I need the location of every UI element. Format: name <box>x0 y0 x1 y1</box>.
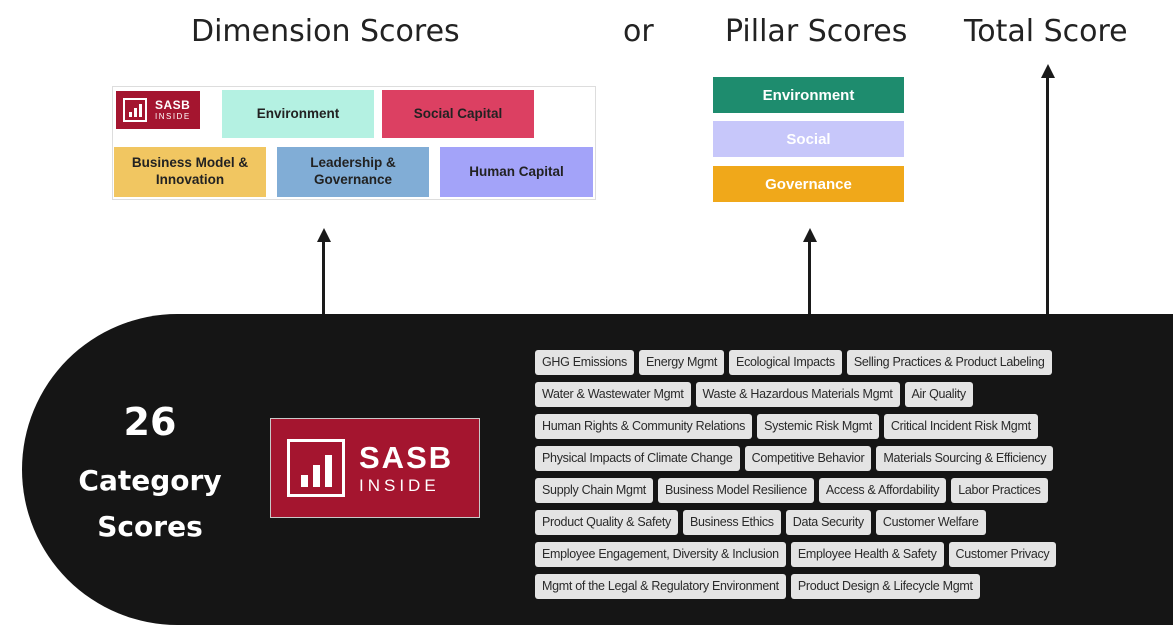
heading-dimension-scores: Dimension Scores <box>191 14 460 49</box>
category-tag: Water & Wastewater Mgmt <box>535 382 691 407</box>
tag-row: Employee Engagement, Diversity & Inclusi… <box>535 542 1135 567</box>
category-tag: Systemic Risk Mgmt <box>757 414 879 439</box>
category-tag: Materials Sourcing & Efficiency <box>876 446 1054 471</box>
tag-row: Product Quality & Safety Business Ethics… <box>535 510 1135 535</box>
category-label: Category Scores <box>60 458 240 550</box>
dimension-box-social-capital: Social Capital <box>382 90 534 138</box>
bar-chart-icon <box>287 439 345 497</box>
tag-row: Human Rights & Community Relations Syste… <box>535 414 1135 439</box>
category-tag: Physical Impacts of Climate Change <box>535 446 740 471</box>
category-tag: Supply Chain Mgmt <box>535 478 653 503</box>
category-tag: GHG Emissions <box>535 350 635 375</box>
category-tags: GHG Emissions Energy Mgmt Ecological Imp… <box>535 350 1135 606</box>
sasb-inside-small-logo: SASB INSIDE <box>116 91 200 129</box>
arrow-head-total <box>1041 64 1055 78</box>
small-logo-line2: INSIDE <box>155 112 191 121</box>
category-count: 26 <box>123 400 177 444</box>
category-tag: Competitive Behavior <box>744 446 872 471</box>
tag-row: Physical Impacts of Climate Change Compe… <box>535 446 1135 471</box>
tag-row: GHG Emissions Energy Mgmt Ecological Imp… <box>535 350 1135 375</box>
bar-chart-icon <box>123 98 147 122</box>
category-tag: Access & Affordability <box>818 478 947 503</box>
category-tag: Ecological Impacts <box>729 350 842 375</box>
tag-row: Mgmt of the Legal & Regulatory Environme… <box>535 574 1135 599</box>
arrow-to-pillar <box>808 240 811 316</box>
arrow-head-dimension <box>317 228 331 242</box>
category-tag: Mgmt of the Legal & Regulatory Environme… <box>535 574 786 599</box>
heading-total-score: Total Score <box>964 14 1128 49</box>
heading-or: or <box>623 14 654 49</box>
category-tag: Product Quality & Safety <box>535 510 678 535</box>
category-tag: Human Rights & Community Relations <box>535 414 753 439</box>
heading-pillar-scores: Pillar Scores <box>725 14 908 49</box>
dimension-panel: SASB INSIDE Environment Social Capital B… <box>112 86 596 200</box>
big-logo-line1: SASB <box>359 440 454 475</box>
category-tag: Employee Engagement, Diversity & Inclusi… <box>535 542 786 567</box>
arrow-head-pillar <box>803 228 817 242</box>
category-tag: Selling Practices & Product Labeling <box>846 350 1052 375</box>
arrow-to-total <box>1046 78 1049 316</box>
category-label-line1: Category <box>78 464 222 497</box>
category-tag: Customer Privacy <box>948 542 1057 567</box>
dimension-box-environment: Environment <box>222 90 374 138</box>
dimension-box-business-model: Business Model & Innovation <box>114 147 266 197</box>
category-tag: Data Security <box>785 510 871 535</box>
category-tag: Air Quality <box>904 382 973 407</box>
category-tag: Waste & Hazardous Materials Mgmt <box>695 382 900 407</box>
category-tag: Labor Practices <box>951 478 1048 503</box>
arrow-to-dimension <box>322 240 325 316</box>
category-tag: Customer Welfare <box>875 510 986 535</box>
tag-row: Supply Chain Mgmt Business Model Resilie… <box>535 478 1135 503</box>
dimension-box-leadership-governance: Leadership & Governance <box>277 147 429 197</box>
tag-row: Water & Wastewater Mgmt Waste & Hazardou… <box>535 382 1135 407</box>
category-label-line2: Scores <box>97 510 203 543</box>
pillar-box-environment: Environment <box>713 77 904 113</box>
category-tag: Critical Incident Risk Mgmt <box>883 414 1038 439</box>
category-tag: Business Ethics <box>682 510 781 535</box>
pillar-box-governance: Governance <box>713 166 904 202</box>
category-tag: Energy Mgmt <box>639 350 725 375</box>
sasb-inside-logo: SASB INSIDE <box>270 418 480 518</box>
small-logo-line1: SASB <box>155 98 191 112</box>
category-tag: Employee Health & Safety <box>790 542 944 567</box>
category-tag: Business Model Resilience <box>657 478 814 503</box>
big-logo-line2: INSIDE <box>359 476 440 495</box>
category-tag: Product Design & Lifecycle Mgmt <box>790 574 980 599</box>
dimension-box-human-capital: Human Capital <box>440 147 593 197</box>
pillar-box-social: Social <box>713 121 904 157</box>
